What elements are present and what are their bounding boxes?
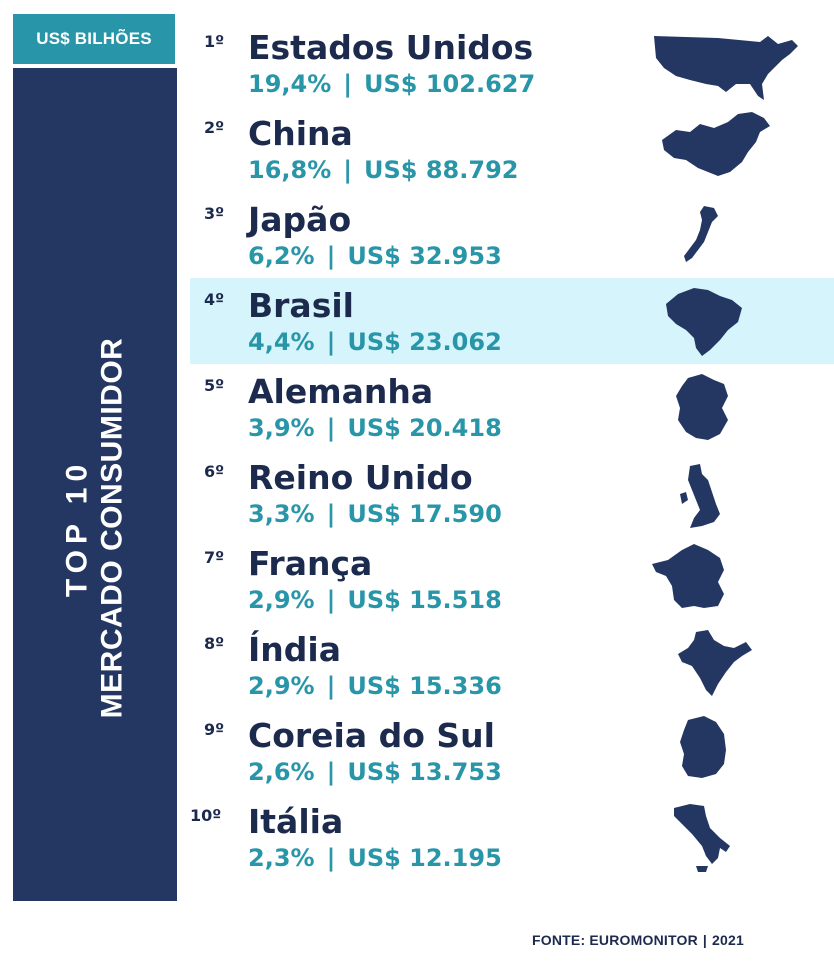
country-stats: 2,3% | US$ 12.195 — [248, 844, 502, 872]
country-stats: 19,4% | US$ 102.627 — [248, 70, 535, 98]
china-map-icon — [656, 106, 776, 192]
separator: | — [326, 500, 336, 528]
country-name: Estados Unidos — [248, 28, 534, 67]
rank-number: 5º — [204, 376, 225, 395]
india-map-icon — [672, 622, 758, 708]
market-value: US$ 102.627 — [364, 70, 536, 98]
market-value: US$ 15.518 — [347, 586, 502, 614]
south-korea-map-icon — [674, 708, 734, 794]
country-name: Coreia do Sul — [248, 716, 495, 755]
ranking-row: 5º Alemanha 3,9% | US$ 20.418 — [190, 364, 834, 450]
source-note: FONTE: EUROMONITOR|2021 — [532, 932, 744, 948]
germany-map-icon — [668, 364, 738, 450]
rank-number: 8º — [204, 634, 225, 653]
rank-number: 3º — [204, 204, 225, 223]
ranking-row: 1º Estados Unidos 19,4% | US$ 102.627 — [190, 20, 834, 106]
separator: | — [326, 586, 336, 614]
separator: | — [343, 70, 353, 98]
market-value: US$ 88.792 — [364, 156, 519, 184]
source-year: 2021 — [712, 932, 744, 948]
country-name: Brasil — [248, 286, 354, 325]
ranking-row: 6º Reino Unido 3,3% | US$ 17.590 — [190, 450, 834, 536]
rank-number: 1º — [204, 32, 225, 51]
country-name: Japão — [248, 200, 352, 239]
market-value: US$ 23.062 — [347, 328, 502, 356]
country-stats: 3,3% | US$ 17.590 — [248, 500, 502, 528]
market-share: 2,9% — [248, 586, 315, 614]
country-name: Índia — [248, 630, 341, 669]
separator: | — [326, 758, 336, 786]
market-share: 2,6% — [248, 758, 315, 786]
ranking-row: 3º Japão 6,2% | US$ 32.953 — [190, 192, 834, 278]
market-share: 19,4% — [248, 70, 332, 98]
country-name: Alemanha — [248, 372, 434, 411]
separator: | — [326, 242, 336, 270]
japan-map-icon — [678, 192, 728, 278]
market-share: 3,3% — [248, 500, 315, 528]
market-value: US$ 20.418 — [347, 414, 502, 442]
rank-number: 7º — [204, 548, 225, 567]
usa-map-icon — [650, 20, 800, 106]
country-name: Reino Unido — [248, 458, 473, 497]
rank-number: 2º — [204, 118, 225, 137]
sidebar-title-line2: MERCADO CONSUMIDOR — [95, 337, 128, 719]
market-value: US$ 12.195 — [347, 844, 502, 872]
country-stats: 2,9% | US$ 15.336 — [248, 672, 502, 700]
country-name: França — [248, 544, 373, 583]
ranking-row: 2º China 16,8% | US$ 88.792 — [190, 106, 834, 192]
market-share: 2,9% — [248, 672, 315, 700]
country-stats: 2,6% | US$ 13.753 — [248, 758, 502, 786]
market-value: US$ 13.753 — [347, 758, 502, 786]
sidebar-panel: TOP 10 MERCADO CONSUMIDOR — [13, 68, 177, 901]
italy-map-icon — [668, 794, 738, 880]
market-share: 4,4% — [248, 328, 315, 356]
country-stats: 16,8% | US$ 88.792 — [248, 156, 518, 184]
separator: | — [326, 672, 336, 700]
market-value: US$ 17.590 — [347, 500, 502, 528]
separator: | — [343, 156, 353, 184]
market-value: US$ 32.953 — [347, 242, 502, 270]
ranking-row: 10º Itália 2,3% | US$ 12.195 — [190, 794, 834, 880]
sidebar-title-line1: TOP 10 — [60, 458, 94, 598]
market-share: 6,2% — [248, 242, 315, 270]
country-stats: 3,9% | US$ 20.418 — [248, 414, 502, 442]
source-label: FONTE: EUROMONITOR — [532, 932, 698, 948]
market-share: 16,8% — [248, 156, 332, 184]
separator: | — [326, 844, 336, 872]
ranking-row: 9º Coreia do Sul 2,6% | US$ 13.753 — [190, 708, 834, 794]
rank-number: 10º — [190, 806, 222, 825]
country-name: China — [248, 114, 353, 153]
country-stats: 6,2% | US$ 32.953 — [248, 242, 502, 270]
ranking-row: 8º Índia 2,9% | US$ 15.336 — [190, 622, 834, 708]
brazil-map-icon — [660, 278, 750, 364]
market-share: 3,9% — [248, 414, 315, 442]
rank-number: 4º — [204, 290, 225, 309]
separator: | — [326, 414, 336, 442]
separator: | — [326, 328, 336, 356]
currency-badge-label: US$ BILHÕES — [36, 29, 152, 48]
market-share: 2,3% — [248, 844, 315, 872]
rank-number: 9º — [204, 720, 225, 739]
separator: | — [702, 932, 708, 948]
ranking-row: 7º França 2,9% | US$ 15.518 — [190, 536, 834, 622]
uk-map-icon — [676, 450, 726, 536]
ranking-row-highlighted: 4º Brasil 4,4% | US$ 23.062 — [190, 278, 834, 364]
market-value: US$ 15.336 — [347, 672, 502, 700]
country-name: Itália — [248, 802, 344, 841]
rank-number: 6º — [204, 462, 225, 481]
country-stats: 4,4% | US$ 23.062 — [248, 328, 502, 356]
sidebar-title: TOP 10 MERCADO CONSUMIDOR — [61, 338, 130, 719]
country-stats: 2,9% | US$ 15.518 — [248, 586, 502, 614]
france-map-icon — [648, 536, 738, 622]
currency-badge: US$ BILHÕES — [13, 14, 175, 64]
